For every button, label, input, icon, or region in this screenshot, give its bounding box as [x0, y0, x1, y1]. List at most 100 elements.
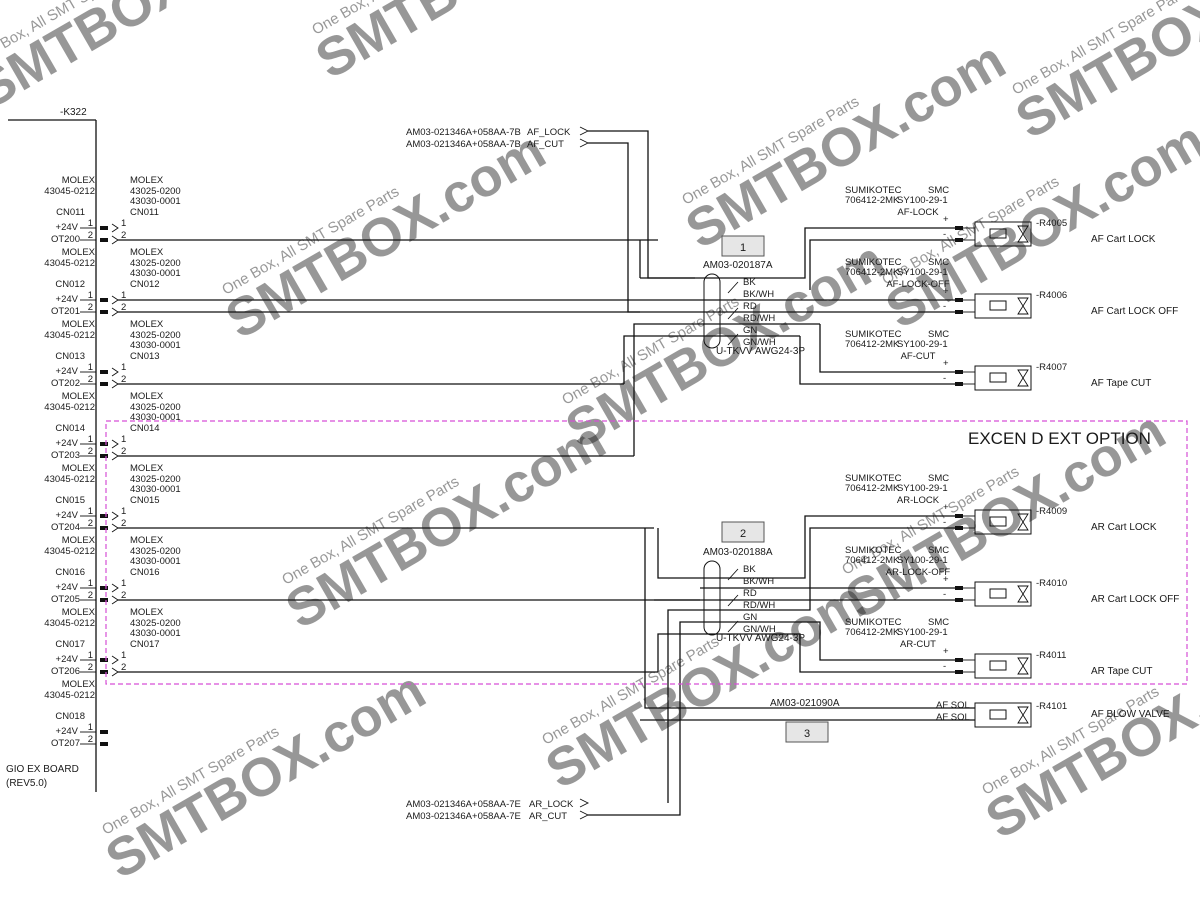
mate-part: 43030-0001 — [130, 196, 181, 207]
connector-cn013: MOLEX43045-0212CN013+24VOT20212MOLEX4302… — [44, 319, 180, 389]
mate-id: CN013 — [130, 351, 160, 362]
pin-terminal-icon — [955, 226, 963, 230]
mate-arrow — [111, 667, 119, 677]
watermark-brand: SMTBOX.com — [216, 120, 555, 350]
watermark-brand: SMTBOX.com — [276, 410, 615, 640]
mate-arrow — [111, 655, 119, 665]
option-box-border — [105, 420, 1188, 685]
wire — [809, 239, 955, 290]
valve-part: 706412-2MK — [845, 339, 900, 350]
pin-terminal-icon — [100, 730, 108, 734]
mate-maker: MOLEX — [130, 247, 164, 258]
pin-terminal-icon — [100, 526, 108, 530]
pin-number: 1 — [88, 434, 93, 445]
input-arrow — [579, 798, 590, 808]
valve-ref: -R4005 — [1036, 218, 1067, 229]
valve-maker: SUMIKOTEC — [845, 473, 902, 484]
pin-terminal-icon — [955, 298, 963, 302]
pin-number: 2 — [121, 662, 126, 673]
valve-body — [974, 509, 1032, 535]
connector-part: 43045-0212 — [44, 546, 95, 557]
pin-number: 1 — [121, 218, 126, 229]
input-arrow — [579, 126, 590, 136]
valve-label: AF BLOW VALVE — [1091, 709, 1170, 720]
connector-cn017: MOLEX43045-0212CN017+24VOT20612MOLEX4302… — [44, 607, 180, 677]
valve-name: AF-CUT — [901, 351, 936, 362]
mate-arrow — [111, 451, 119, 461]
pin-label: OT201 — [51, 306, 80, 317]
pin-label: OT203 — [51, 450, 80, 461]
mate-id: CN012 — [130, 279, 160, 290]
mate-arrow — [111, 295, 119, 305]
connector-part: 43045-0212 — [44, 402, 95, 413]
mate-arrow — [111, 583, 119, 593]
pin-number: 2 — [88, 662, 93, 673]
pin-terminal-icon — [955, 598, 963, 602]
pin-number: 1 — [121, 578, 126, 589]
valve-name: AF-LOCK — [897, 207, 939, 218]
valve-maker: SUMIKOTEC — [845, 329, 902, 340]
mate-maker: MOLEX — [130, 319, 164, 330]
input-signal: AR_CUT — [529, 811, 567, 822]
blow-valve: AF SOL AF SOL -R4101 AF BLOW VALVE — [936, 700, 1170, 728]
valve-pin: - — [943, 373, 946, 384]
valve-pin: + — [943, 286, 949, 297]
cable-shield — [703, 560, 721, 636]
wire-layer — [118, 130, 975, 816]
pin-label: OT206 — [51, 666, 80, 677]
wire-color: RD/WH — [743, 313, 775, 324]
wire — [819, 324, 955, 373]
connector-part: 43045-0212 — [44, 474, 95, 485]
connector-cn015: MOLEX43045-0212CN015+24VOT20412MOLEX4302… — [44, 463, 180, 533]
valve-symbol-icon — [1017, 706, 1029, 724]
wire — [644, 528, 975, 709]
mate-part: 43025-0200 — [130, 402, 181, 413]
pin-number: 2 — [88, 302, 93, 313]
pin-terminal-icon — [100, 742, 108, 746]
pin-label: +24V — [56, 726, 79, 737]
valve-part: SY100-29-1 — [897, 483, 948, 494]
pin-terminal-icon — [100, 298, 108, 302]
valve-name: AR-LOCK-OFF — [886, 567, 951, 578]
wire — [588, 130, 955, 279]
valve-body — [974, 702, 1032, 728]
valve-pin: - — [943, 229, 946, 240]
valve-ref: -R4007 — [1036, 362, 1067, 373]
pin-number: 1 — [121, 434, 126, 445]
mate-arrow — [111, 595, 119, 605]
pin-number: 2 — [88, 230, 93, 241]
pin-number: 1 — [88, 506, 93, 517]
solenoid-coil-icon — [989, 660, 1007, 671]
pin-label: +24V — [56, 222, 79, 233]
valve-part: 706412-2MK — [845, 267, 900, 278]
watermark-brand: SMTBOX.com — [536, 570, 875, 800]
input-arrow — [579, 138, 590, 148]
cable-number: 3 — [804, 728, 810, 740]
mate-arrow — [111, 379, 119, 389]
pin-number: 1 — [88, 578, 93, 589]
wire — [657, 633, 955, 673]
connector-maker: MOLEX — [62, 319, 96, 330]
wire — [588, 621, 955, 816]
connector-maker: MOLEX — [62, 391, 96, 402]
valve-label: AF Cart LOCK — [1091, 234, 1156, 245]
wire-color: BK/WH — [743, 576, 774, 587]
connector-id: CN018 — [55, 711, 85, 722]
valve-ref: -R4101 — [1036, 701, 1067, 712]
pin-number: 2 — [121, 590, 126, 601]
pin-terminal-icon — [955, 514, 963, 518]
pin-terminal-icon — [100, 238, 108, 242]
pin-label: OT204 — [51, 522, 80, 533]
wire-color: GN — [743, 612, 757, 623]
mate-part: 43025-0200 — [130, 258, 181, 269]
cable-type: U-TKVV AWG24-3P — [716, 633, 805, 644]
